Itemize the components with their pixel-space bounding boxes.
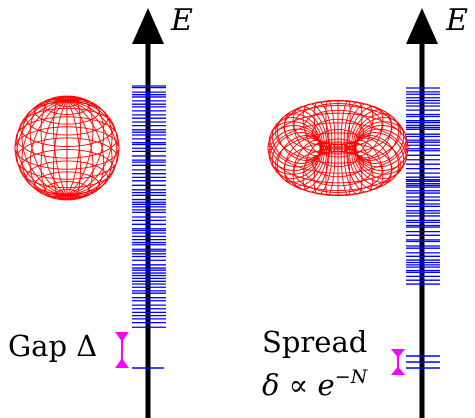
right-panel: E Spread δ ∝ e−N [262,3,468,418]
left-panel: E Gap Δ [8,3,193,418]
right-axis-label: E [445,3,468,38]
right-axis-arrowhead [406,8,438,44]
spread-formula: δ ∝ e−N [262,366,369,402]
spread-marker [390,349,406,375]
left-axis-arrowhead [132,8,164,44]
sphere-mesh-icon [14,95,120,201]
left-axis-label: E [170,3,193,38]
left-energy-levels [132,85,166,369]
gap-label: Gap Δ [8,329,97,363]
right-energy-levels [406,87,440,369]
formula-prefix: δ ∝ e [262,368,335,402]
formula-exponent: −N [335,366,369,388]
torus-mesh-icon [267,99,409,197]
gap-marker [115,332,129,368]
spread-label: Spread [262,325,367,359]
